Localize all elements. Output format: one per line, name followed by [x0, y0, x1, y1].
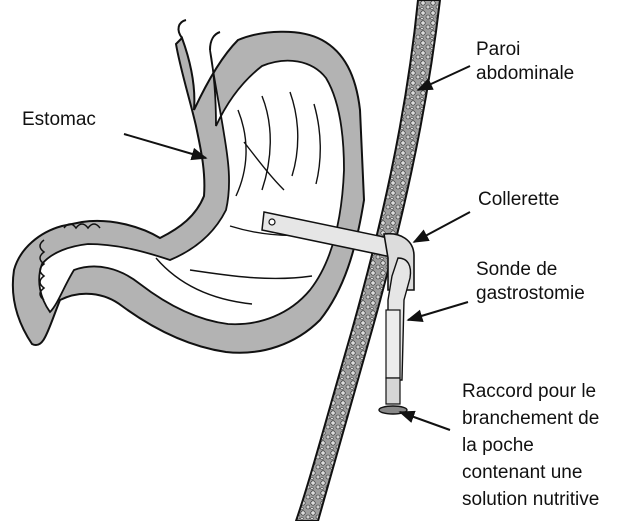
arrow-collar — [414, 212, 470, 242]
arrow-tube — [408, 302, 468, 320]
connector — [386, 378, 400, 404]
label-collar: Collerette — [478, 188, 559, 212]
label-stomach: Estomac — [22, 108, 96, 132]
arrow-connector — [400, 412, 450, 430]
label-gastrostomy-tube: Sonde de gastrostomie — [476, 258, 585, 306]
arrow-stomach — [124, 134, 206, 158]
label-connector: Raccord pour le branchement de la poche … — [462, 378, 599, 513]
label-abdominal-wall: Paroi abdominale — [476, 38, 574, 86]
